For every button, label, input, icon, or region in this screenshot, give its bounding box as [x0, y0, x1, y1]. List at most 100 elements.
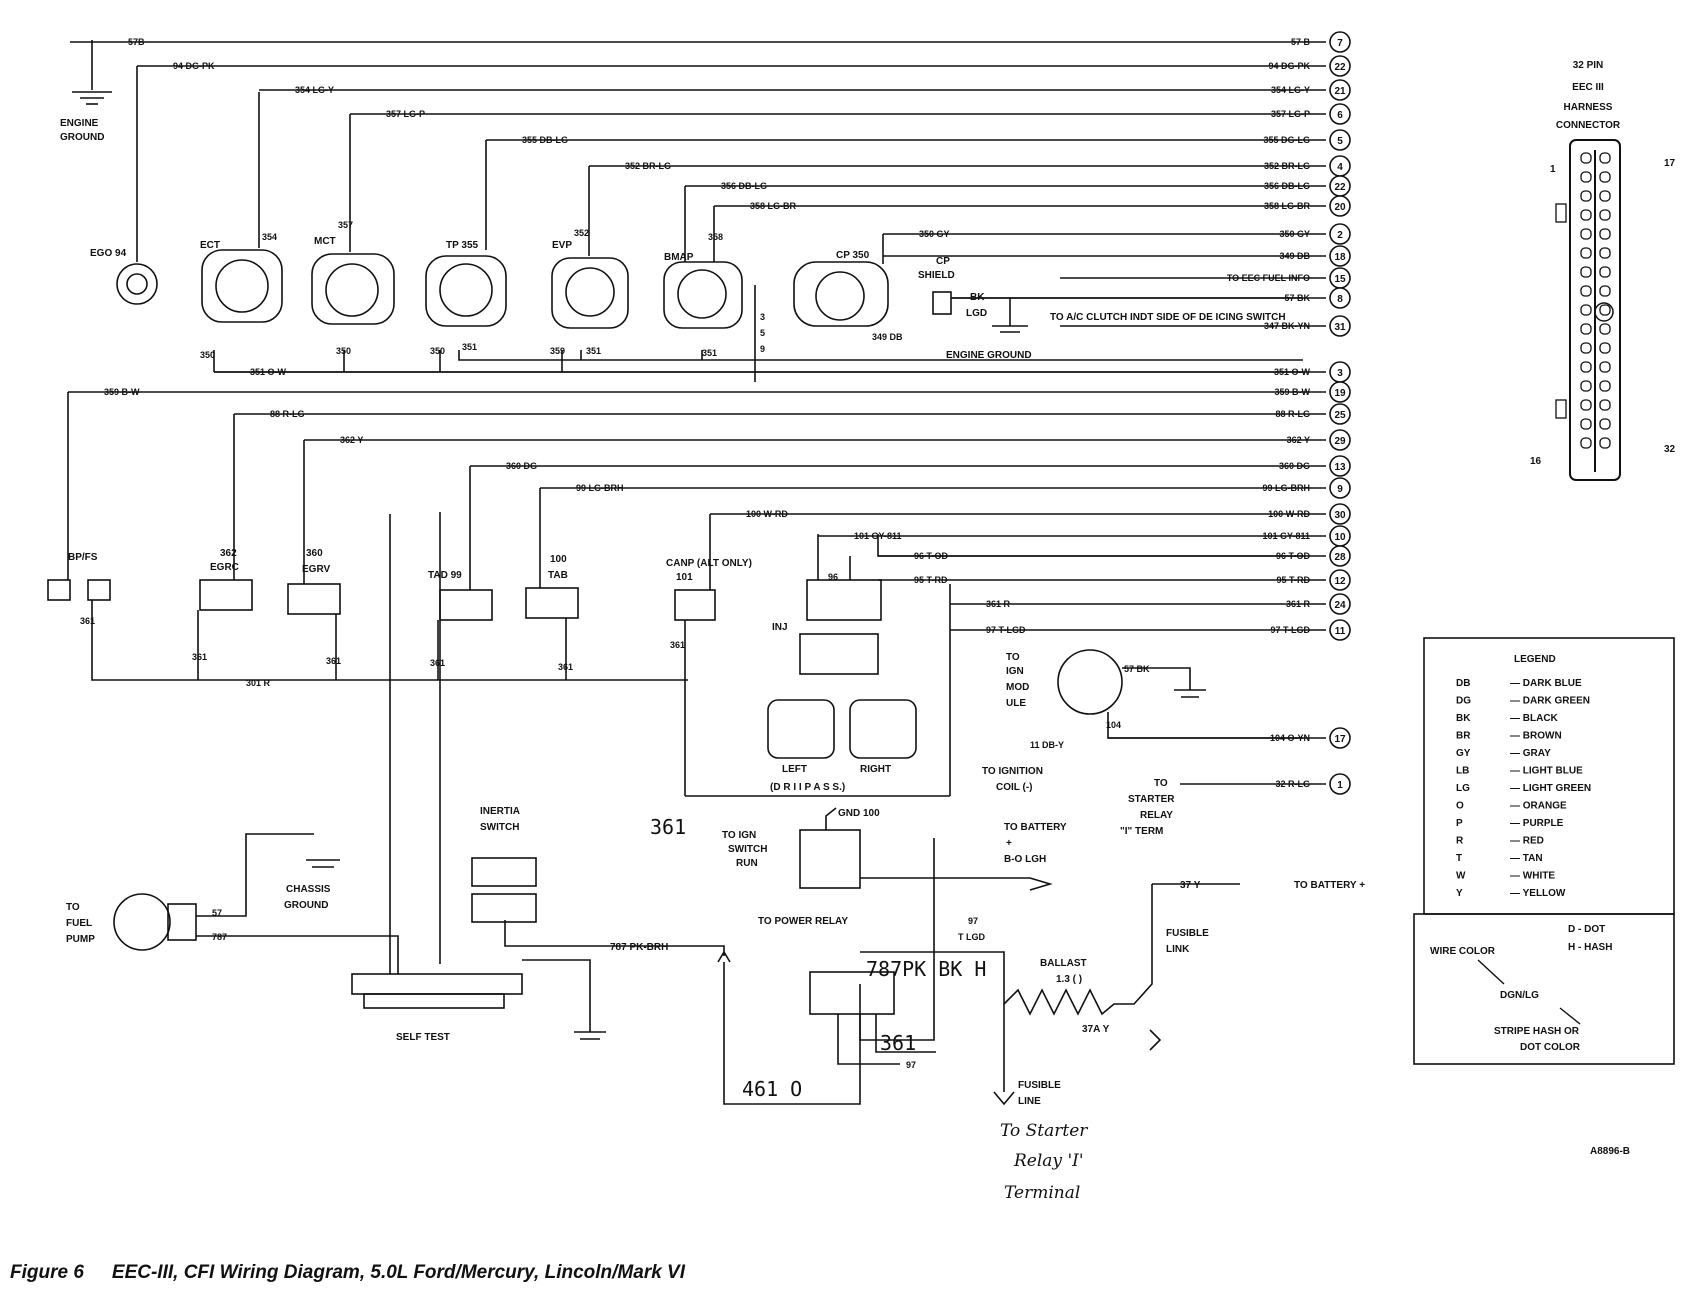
wire-right-label: 94 DG-PK: [1268, 61, 1310, 71]
wire-right-label: 101 GY-811: [1262, 531, 1310, 541]
pin-number: 12: [1334, 576, 1346, 587]
pin-number: 21: [1334, 86, 1346, 97]
pin-circle: [1329, 79, 1351, 101]
connector-pin-16: 16: [1530, 456, 1542, 467]
wire-right-label: 57 B: [1291, 37, 1311, 47]
wire-left-label: 362 Y: [340, 435, 363, 445]
wire-right-label: 347 BK-YN: [1264, 321, 1310, 331]
connector-pin: [1599, 304, 1611, 316]
fuel-pump-label-3: PUMP: [66, 934, 95, 945]
label-361-canp: 361: [670, 640, 685, 650]
fusible-link-label-2: LINK: [1166, 944, 1190, 955]
self-test-label: SELF TEST: [396, 1032, 450, 1043]
engine-ground2-label: ENGINE GROUND: [946, 350, 1032, 361]
fuel-pump-label-1: TO: [66, 902, 80, 913]
wire-right-label: 350 GY: [1279, 229, 1310, 239]
connector-pin: [1580, 304, 1592, 316]
pin-circle: [1329, 619, 1351, 641]
pin-circle: [1329, 381, 1351, 403]
pin-circle: [1329, 287, 1351, 309]
legend-dot: D - DOT: [1568, 924, 1605, 935]
label-351b: 351: [586, 346, 601, 356]
inertia-switch-label-1: INERTIA: [480, 806, 520, 817]
ect-label: ECT: [200, 240, 220, 251]
canp-num: 101: [676, 572, 693, 583]
pin-circle: [1329, 223, 1351, 245]
gnd-relay-label: GND 100: [838, 808, 880, 819]
wire-right-label: 359 B-W: [1274, 387, 1310, 397]
pin-circle: [1329, 727, 1351, 749]
connector-pin: [1599, 399, 1611, 411]
connector-pin: [1580, 247, 1592, 259]
legend-color-name: — ORANGE: [1510, 801, 1567, 812]
wire-left-label: 357 LG-P: [386, 109, 425, 119]
legend-title: LEGEND: [1514, 654, 1556, 665]
pin-number: 22: [1334, 182, 1346, 193]
connector-pin: [1599, 152, 1611, 164]
tab-label: TAB: [548, 570, 568, 581]
pin-number: 7: [1337, 38, 1343, 49]
pin-number: 5: [1337, 136, 1343, 147]
pin-circle: [1329, 569, 1351, 591]
wire-37y-label: 37 Y: [1180, 880, 1201, 891]
power-relay-label: TO POWER RELAY: [758, 916, 848, 927]
fusible-link-label-1: FUSIBLE: [1166, 928, 1209, 939]
pin-number: 8: [1337, 294, 1343, 305]
pin-number: 3: [1337, 368, 1343, 379]
connector-pin: [1580, 437, 1592, 449]
pin-number: 11: [1335, 626, 1346, 637]
connector-pin: [1580, 342, 1592, 354]
connector-pin: [1599, 209, 1611, 221]
pin-number: 4: [1337, 162, 1343, 173]
connector-title-1: 32 PIN: [1573, 60, 1604, 71]
pin-number: 22: [1334, 62, 1346, 73]
wire-right-label: TO EEC FUEL INFO: [1227, 273, 1310, 283]
connector-pin: [1599, 247, 1611, 259]
wire-right-label: 358 LG-BR: [1264, 201, 1311, 211]
label-358b: 358: [708, 232, 723, 242]
label-361r: 301 R: [246, 678, 271, 688]
wire-left-label: 94 DG-PK: [173, 61, 215, 71]
pin-number: 28: [1334, 552, 1346, 563]
inj-note-label: (D R I I P A S S.): [770, 782, 845, 793]
engine-ground-label-1: ENGINE: [60, 118, 99, 129]
to-battery-plus-label: TO BATTERY +: [1294, 880, 1365, 891]
label-352: 352: [574, 228, 589, 238]
egrv-num: 360: [306, 548, 323, 559]
pin-circle: [1329, 103, 1351, 125]
wire-left-label: 356 DB-LG: [721, 181, 767, 191]
lgd-label: LGD: [966, 308, 987, 319]
legend-color-name: — TAN: [1510, 853, 1543, 864]
legend-code: DG: [1456, 696, 1471, 707]
cp-label: CP 350: [836, 250, 870, 261]
legend-example: DGN/LG: [1500, 990, 1539, 1001]
fusible-line-label-1: FUSIBLE: [1018, 1080, 1061, 1091]
pin-circle: [1329, 455, 1351, 477]
label-361-tab: 361: [558, 662, 573, 672]
cp-shield-label-1: CP: [936, 256, 950, 267]
to-ac-label: TO A/C CLUTCH INDT SIDE OF DE ICING SWIT…: [1050, 312, 1286, 323]
handwritten-note-2: Relay 'I': [1013, 1151, 1084, 1171]
ego-label: EGO 94: [90, 248, 127, 259]
legend-color-name: — WHITE: [1510, 871, 1555, 882]
inj-left-label: LEFT: [782, 764, 807, 775]
legend-code: O: [1456, 801, 1464, 812]
connector-pin: [1599, 190, 1611, 202]
pin-number: 18: [1334, 252, 1346, 263]
pin-number: 29: [1334, 436, 1346, 447]
pin-circle: [1329, 245, 1351, 267]
pin-circle: [1329, 477, 1351, 499]
to-starter-label-4: "I" TERM: [1120, 826, 1163, 837]
inj-right-label: RIGHT: [860, 764, 891, 775]
legend-color-name: — LIGHT GREEN: [1510, 783, 1591, 794]
figure-title: EEC-III, CFI Wiring Diagram, 5.0L Ford/M…: [111, 1262, 686, 1283]
handwritten-notes: 361 787PK BK H 361 461 O To Starter Rela…: [650, 815, 1088, 1203]
label-351: 351: [462, 342, 477, 352]
ign-module-label-4: ULE: [1006, 698, 1026, 709]
legend-color-name: — DARK BLUE: [1510, 678, 1582, 689]
pin-number: 31: [1334, 322, 1346, 333]
wire-left-label: 97 T-LGD: [986, 625, 1026, 635]
pin-number: 20: [1334, 202, 1346, 213]
connector-pin: [1599, 437, 1611, 449]
